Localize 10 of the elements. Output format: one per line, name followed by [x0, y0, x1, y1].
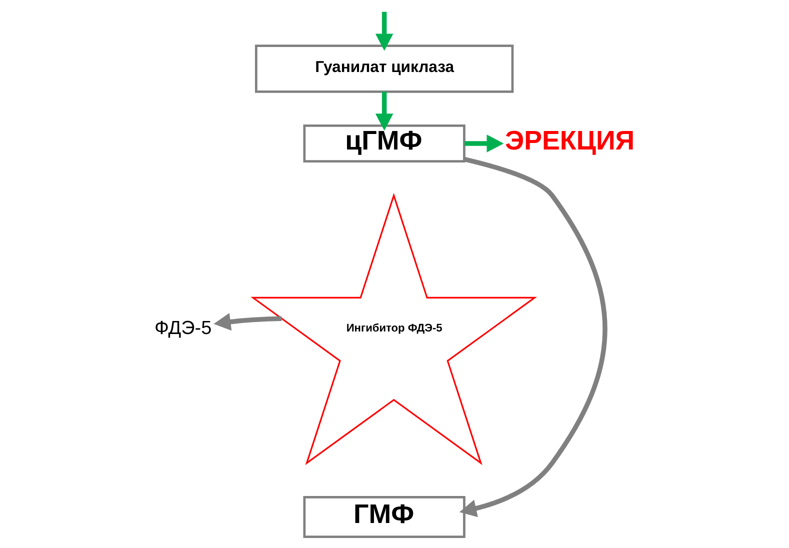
node-box: ГМФ	[302, 496, 465, 538]
node-text: ФДЭ-5	[154, 318, 212, 340]
arrow	[374, 92, 393, 131]
arrow	[374, 12, 393, 51]
node-text: ЭРЕКЦИЯ	[504, 126, 634, 156]
arrow	[213, 312, 282, 331]
node-box: Гуанилат циклаза	[254, 44, 514, 93]
arrow	[464, 134, 504, 152]
arrow	[458, 156, 607, 518]
node-box: цГМФ	[302, 124, 465, 162]
